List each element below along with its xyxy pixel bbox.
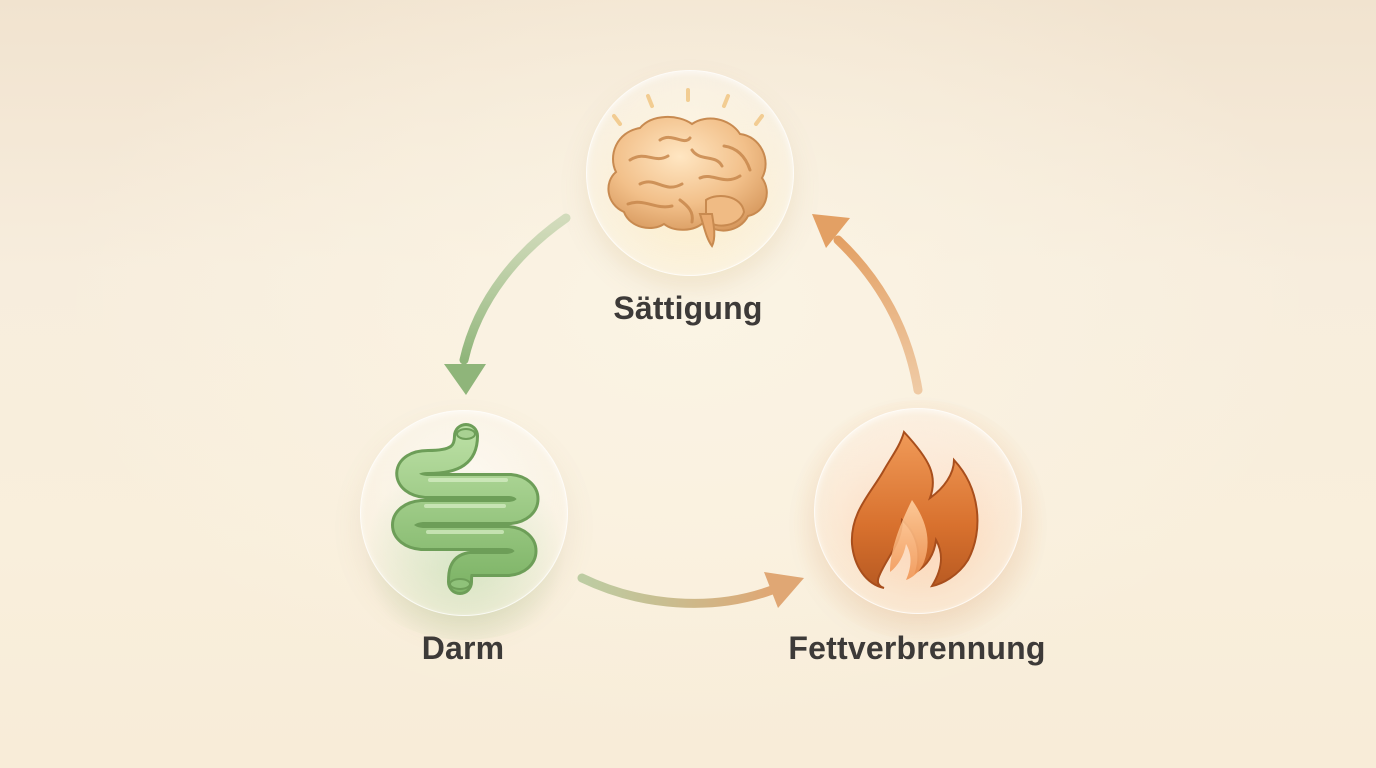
label-fire: Fettverbrennung [788,630,1046,666]
label-brain: Sättigung [613,290,763,326]
arrow-fire-to-brain [812,214,923,395]
arrow-gut-to-fire [577,572,804,608]
arrow-brain-to-gut [444,213,571,395]
label-gut: Darm [421,630,505,666]
